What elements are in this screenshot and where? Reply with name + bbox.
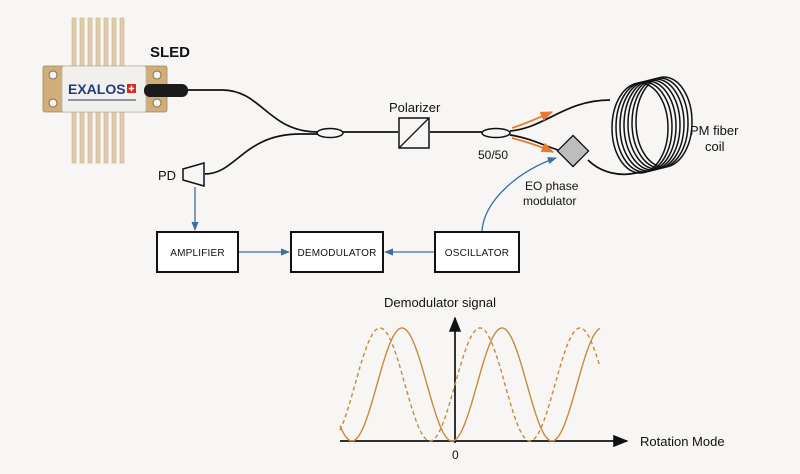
oscillator-block: OSCILLATOR <box>434 231 520 273</box>
fiber-paths <box>186 89 641 176</box>
fiber-boot <box>144 84 188 97</box>
fiber-modulator-out <box>587 159 641 176</box>
signal-curve-solid <box>339 327 601 442</box>
sled-fine-print <box>68 99 136 101</box>
amplifier-block: AMPLIFIER <box>156 231 239 273</box>
sled-bottom-pins <box>71 107 125 164</box>
coupler-label: 50/50 <box>478 148 508 162</box>
mount-hole <box>48 70 58 80</box>
coupler-2 <box>481 127 511 139</box>
arrow-oscillator-to-modulator <box>481 157 557 232</box>
pm-fiber-coil <box>611 76 693 174</box>
demodulator-signal-chart: Demodulator signal Rotation Mode 0 <box>339 295 725 462</box>
sled-top-pins <box>71 17 125 71</box>
signal-arrows <box>191 157 557 256</box>
mount-hole <box>48 98 58 108</box>
coil-label-line1: PM fiber <box>690 123 739 138</box>
light-arrow-cw <box>511 111 554 129</box>
demodulator-block: DEMODULATOR <box>290 231 384 273</box>
chart-x-tick-zero: 0 <box>452 448 459 462</box>
demodulator-label: DEMODULATOR <box>297 248 376 259</box>
fiber-coupler2-down <box>509 134 559 151</box>
eo-modulator-label-line1: EO phase <box>525 179 579 193</box>
chart-x-label: Rotation Mode <box>640 434 725 449</box>
polarizer <box>398 117 430 149</box>
eo-phase-modulator <box>556 134 590 168</box>
polarizer-label: Polarizer <box>389 100 441 115</box>
pd-label: PD <box>158 168 176 183</box>
sled-package: EXALOS <box>42 17 188 164</box>
photodiode-icon <box>182 162 205 187</box>
coil-label-line2: coil <box>705 139 725 154</box>
fiber-sled <box>186 89 319 133</box>
coupler-1 <box>316 127 344 139</box>
eo-modulator-label-line2: modulator <box>523 194 576 208</box>
sled-label: SLED <box>150 44 190 61</box>
signal-curve-dashed <box>339 327 601 442</box>
sled-logo: EXALOS <box>68 81 126 97</box>
fiber-pd <box>204 133 318 175</box>
mount-hole <box>152 70 162 80</box>
fiber-coupler2-up <box>509 99 611 132</box>
amplifier-label: AMPLIFIER <box>170 248 225 259</box>
chart-y-label: Demodulator signal <box>384 295 496 310</box>
light-arrow-ccw <box>511 137 555 153</box>
oscillator-label: OSCILLATOR <box>445 248 509 259</box>
mount-hole <box>152 98 162 108</box>
